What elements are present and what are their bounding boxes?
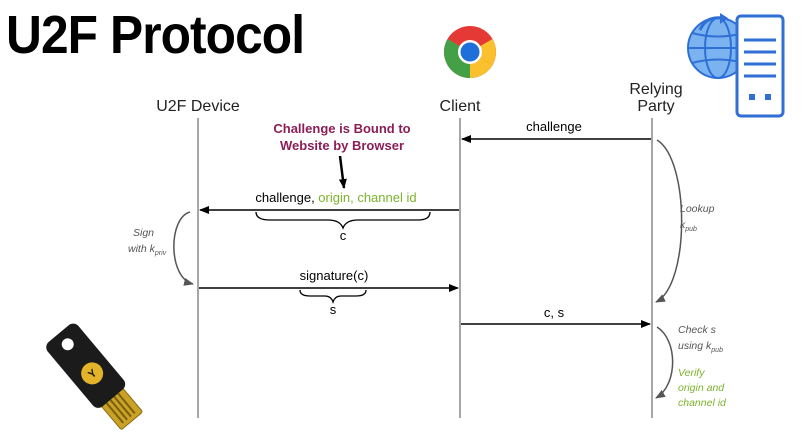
sign-loop-arrow (173, 211, 194, 286)
message-register-part1: challenge, (255, 190, 318, 205)
lane-label-device: U2F Device (156, 98, 240, 115)
callout-arrow (338, 155, 347, 189)
verify-note-line1: Verify (678, 367, 705, 379)
check-note-line2: using kpub (678, 340, 723, 354)
brace-c (255, 211, 431, 230)
message-cs-label: c, s (544, 305, 565, 320)
sign-note-sub: priv (154, 250, 167, 257)
lane-label-client: Client (440, 98, 481, 115)
check-note-line1: Check s (678, 324, 717, 336)
lane-label-rp-line2: Party (637, 98, 674, 115)
brace-s (299, 289, 367, 305)
check-loop-arrow (655, 326, 674, 399)
message-signature-label: signature(c) (300, 268, 369, 283)
verify-note-line3: channel id (678, 397, 727, 409)
callout-line2: Website by Browser (280, 138, 404, 153)
brace-c-label: c (340, 228, 347, 243)
lookup-note-text: k (680, 219, 686, 231)
lookup-note-sub: pub (684, 226, 697, 233)
chrome-logo-icon (444, 26, 496, 78)
sign-note-text: with k (128, 243, 156, 255)
lookup-note-line1: Lookup (680, 203, 715, 215)
lookup-note-line2: kpub (680, 219, 697, 233)
message-register-part2: origin, channel id (318, 190, 416, 205)
sign-note-line1: Sign (133, 227, 154, 239)
sign-note-line2: with kpriv (128, 243, 167, 257)
message-challenge-label: challenge (526, 119, 582, 134)
page-title: U2F Protocol (6, 5, 305, 65)
lookup-loop-arrow (655, 139, 683, 303)
brace-s-label: s (330, 302, 337, 317)
message-register-label: challenge, origin, channel id (255, 190, 416, 205)
security-key-icon: Y (46, 323, 143, 430)
check-note-text: using k (678, 340, 712, 352)
verify-note-line2: origin and (678, 382, 725, 394)
lane-label-rp-line1: Relying (629, 81, 682, 98)
callout-line1: Challenge is Bound to (273, 121, 410, 136)
check-note-sub: pub (710, 347, 723, 354)
server-globe-icon (687, 13, 785, 118)
